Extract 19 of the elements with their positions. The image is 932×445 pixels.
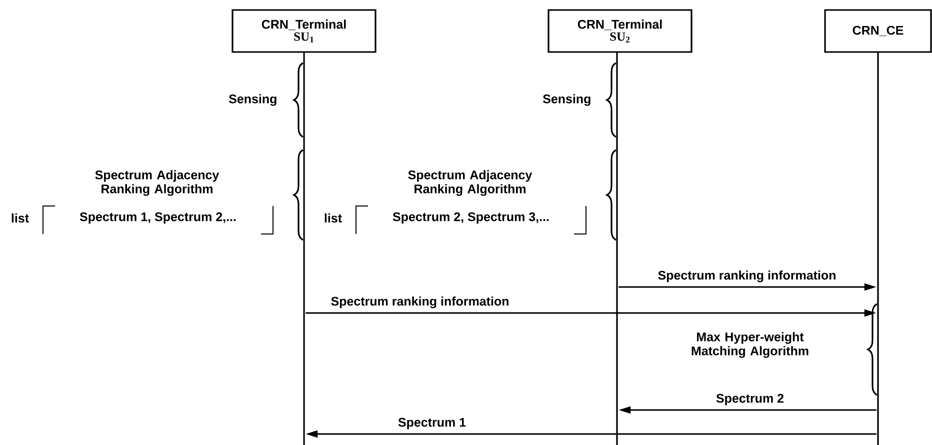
participant-box: CRN_Terminal SU$_{2}$ <box>548 9 692 53</box>
edge-label: Spectrum ranking information <box>331 296 508 308</box>
participant-box: CRN_Terminal SU$_{1}$ <box>232 9 376 53</box>
annotation-text: Sensing <box>228 94 276 106</box>
annotation-text: Spectrum 2, Spectrum 3,... <box>392 212 549 224</box>
edge-label: Spectrum 2 <box>716 394 784 406</box>
annotation-text: Spectrum Adjacency Ranking Algorithm <box>408 170 532 196</box>
lifeline <box>616 52 618 445</box>
annotation-text: list <box>324 213 342 223</box>
edge-label: Spectrum ranking information <box>658 270 836 282</box>
participant-box: CRN_CE <box>824 9 932 53</box>
annotation-text: Sensing <box>542 94 590 106</box>
annotation-text: list <box>12 213 29 223</box>
annotation-text: Spectrum Adjacency Ranking Algorithm <box>95 170 220 196</box>
lifeline <box>303 52 305 445</box>
annotation-text: Max Hyper-weight Matching Algorithm <box>692 332 808 358</box>
edge-label: Spectrum 1 <box>398 418 466 430</box>
lifeline <box>877 52 879 445</box>
annotation-text: Spectrum 1, Spectrum 2,... <box>80 212 236 224</box>
